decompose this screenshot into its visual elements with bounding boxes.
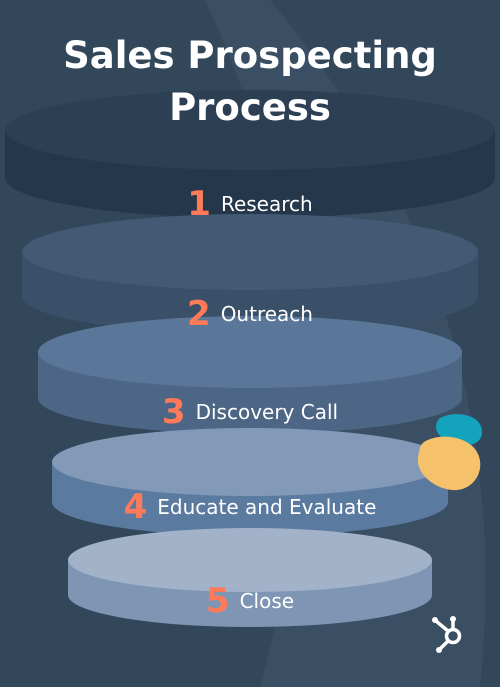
stage-3-label: Discovery Call [195, 400, 339, 424]
stage-2-label: Outreach [220, 302, 313, 326]
funnel-layer-3 [38, 316, 462, 434]
stage-5: 5 Close [0, 581, 500, 621]
title-line-1: Sales Prospecting [63, 34, 437, 77]
stage-2: 2 Outreach [0, 294, 500, 334]
hubspot-sprocket-icon [432, 616, 462, 653]
title-line-2: Process [169, 86, 331, 129]
stage-4-label: Educate and Evaluate [157, 495, 377, 519]
funnel-layer-1 [5, 90, 495, 218]
stage-1-label: Research [220, 192, 313, 216]
funnel-layer-5 [68, 528, 432, 627]
funnel-layer-4 [52, 428, 448, 536]
stage-1-number: 1 [187, 184, 211, 224]
stage-5-number: 5 [205, 581, 230, 621]
stage-5-label: Close [239, 589, 295, 613]
stage-4: 4 Educate and Evaluate [0, 487, 500, 527]
stage-1: 1 Research [0, 184, 500, 224]
teal-yellow-blob-icon [417, 414, 482, 491]
stage-2-number: 2 [187, 294, 211, 334]
stage-4-number: 4 [123, 487, 148, 527]
funnel-layer-2 [22, 214, 478, 334]
stage-3: 3 Discovery Call [0, 392, 500, 432]
stage-3-number: 3 [161, 392, 186, 432]
page-title: Sales Prospecting Process [0, 30, 500, 134]
